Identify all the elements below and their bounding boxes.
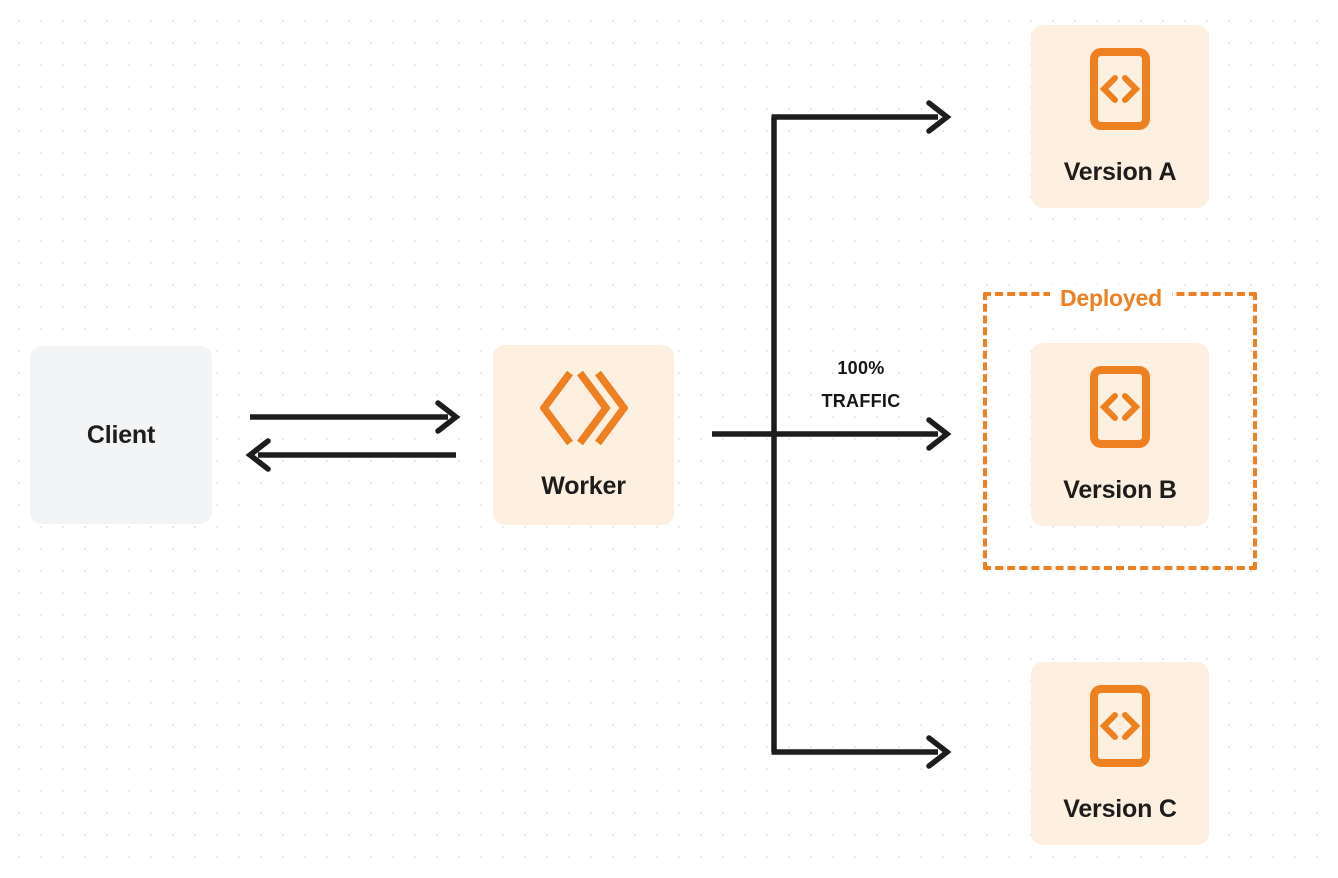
edge-client-to-worker (250, 400, 461, 434)
code-icon (1089, 684, 1151, 773)
traffic-percent: 100% (837, 358, 885, 378)
node-client[interactable]: Client (30, 346, 212, 524)
node-worker[interactable]: Worker (493, 345, 674, 525)
edge-worker-to-version-b (712, 417, 952, 451)
deployed-group-label: Deployed (1050, 285, 1172, 312)
traffic-unit: TRAFFIC (821, 391, 901, 412)
node-worker-label: Worker (541, 472, 626, 500)
traffic-label: 100% TRAFFIC (806, 352, 916, 419)
node-version-b-label: Version B (1063, 475, 1177, 504)
node-version-a-label: Version A (1063, 157, 1177, 186)
edge-worker-to-version-c (771, 735, 952, 769)
edge-worker-to-client (245, 438, 456, 472)
node-version-c[interactable]: Version C (1031, 662, 1209, 845)
node-version-a[interactable]: Version A (1031, 25, 1209, 208)
node-version-c-label: Version C (1063, 794, 1177, 823)
edge-worker-to-version-a (771, 100, 952, 134)
node-client-label: Client (86, 420, 156, 449)
code-icon (1089, 47, 1151, 136)
worker-icon (538, 369, 629, 452)
code-icon (1089, 365, 1151, 454)
node-version-b[interactable]: Version B (1031, 343, 1209, 526)
